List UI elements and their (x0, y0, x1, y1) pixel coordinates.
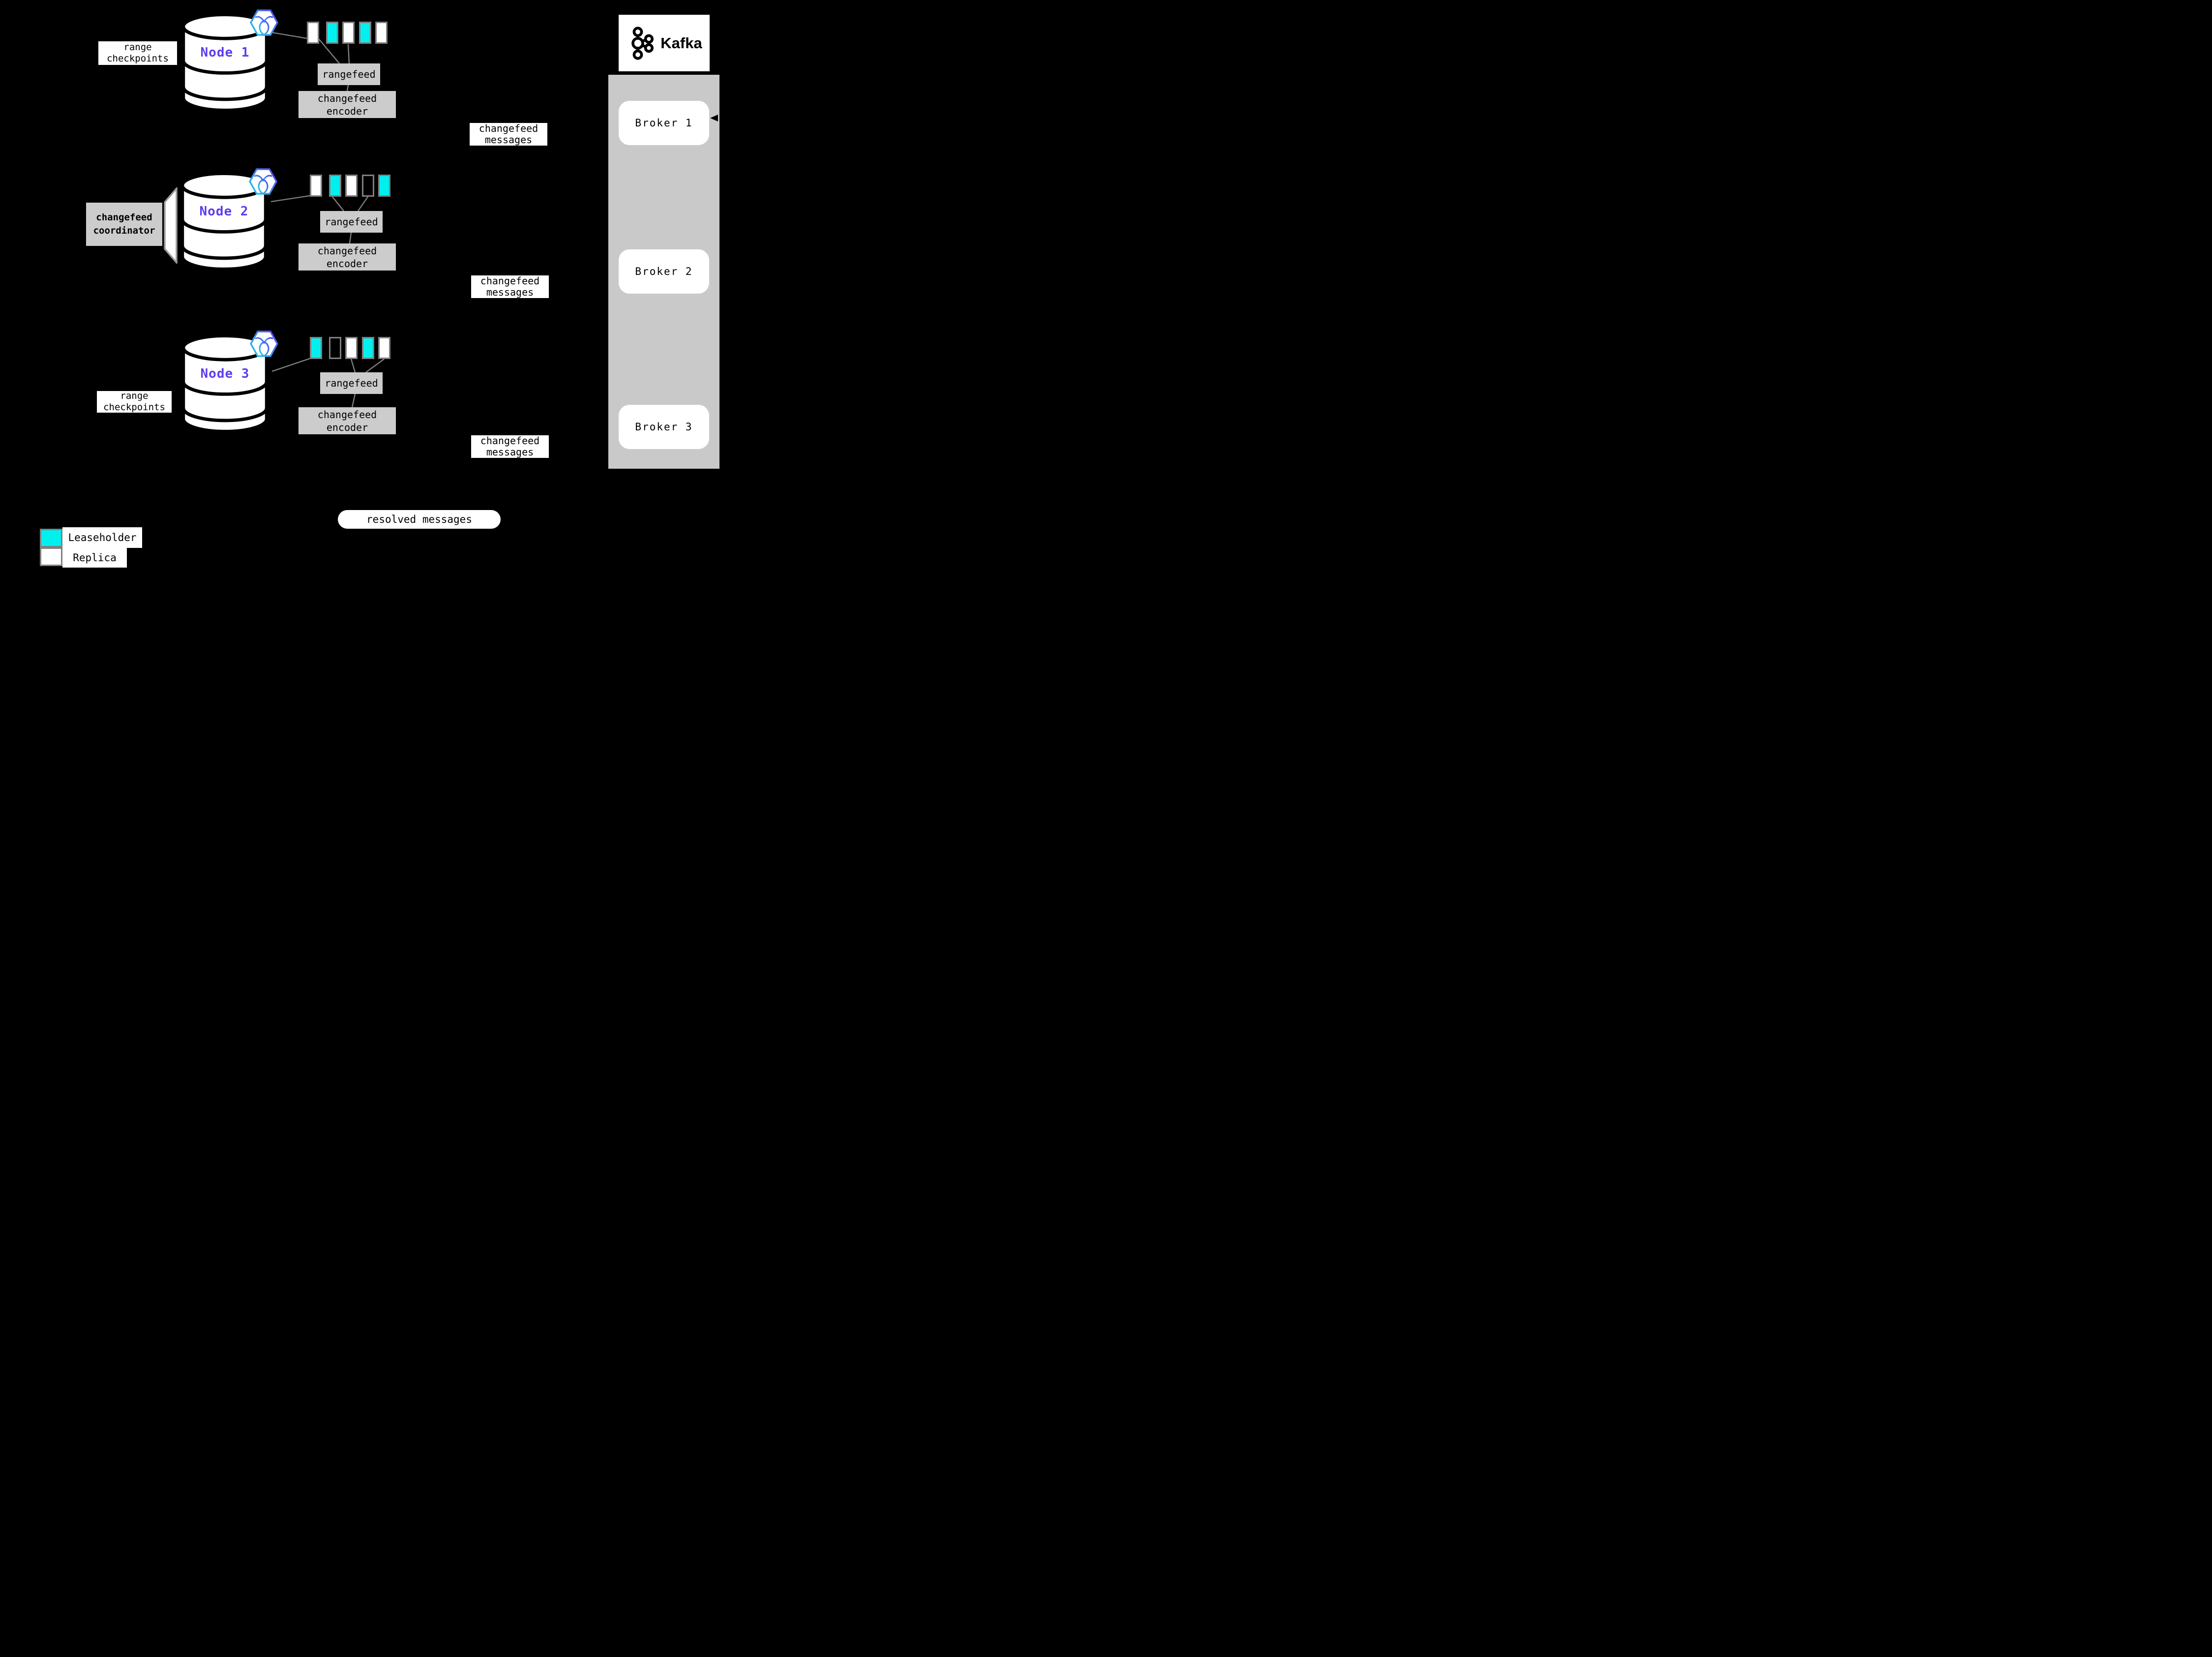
range-cell (362, 337, 374, 359)
broker-1: Broker 1 (619, 101, 709, 145)
range-cell (326, 22, 338, 44)
rangefeed-box: rangefeed (318, 63, 380, 85)
range-checkpoints-label: range checkpoints (97, 391, 172, 413)
range-cell (378, 175, 390, 197)
kafka-icon (631, 26, 654, 60)
node-1-label: Node 1 (200, 45, 250, 60)
cockroachdb-logo-icon (250, 331, 278, 357)
node-cylinder (181, 12, 269, 112)
kafka-wordmark: Kafka (660, 34, 702, 52)
rangefeed-box: rangefeed (320, 211, 383, 233)
changefeed-encoder-box: changefeed encoder (299, 407, 396, 434)
message-arrowhead-icon (710, 115, 718, 121)
changefeed-messages-label: changefeed messages (471, 435, 549, 458)
range-cell (310, 337, 322, 359)
kafka-logo: Kafka (619, 15, 710, 71)
connector-lines (270, 31, 385, 408)
range-cell (307, 22, 319, 44)
range-cell (345, 175, 358, 197)
range-cell (310, 175, 322, 197)
changefeed-architecture-diagram: Node 1 rangefeed changefeed encoder chan… (0, 0, 771, 577)
range-cell (362, 175, 374, 197)
broker-3: Broker 3 (619, 405, 709, 449)
legend-leaseholder-label: Leaseholder (62, 527, 142, 548)
changefeed-encoder-box: changefeed encoder (299, 243, 396, 271)
broker-2: Broker 2 (619, 249, 709, 294)
range-cell (375, 22, 388, 44)
legend-replica-swatch (40, 547, 62, 566)
changefeed-coordinator-label: changefeed coordinator (86, 203, 162, 246)
range-cell (359, 22, 371, 44)
node-3-label: Node 3 (200, 366, 250, 381)
node-cylinder (180, 171, 268, 271)
cockroachdb-logo-icon (250, 9, 278, 36)
legend-replica-label: Replica (62, 548, 127, 568)
range-cell (329, 337, 341, 359)
kafka-broker-panel: Broker 1 Broker 2 Broker 3 (608, 75, 719, 469)
cockroachdb-logo-icon (249, 168, 277, 195)
resolved-messages-label: resolved messages (338, 510, 501, 529)
range-cell (345, 337, 358, 359)
changefeed-messages-label: changefeed messages (470, 123, 547, 146)
changefeed-encoder-box: changefeed encoder (299, 91, 396, 118)
legend-leaseholder-swatch (40, 529, 62, 547)
range-checkpoints-label: range checkpoints (98, 41, 177, 65)
range-cell (378, 337, 390, 359)
node-2-label: Node 2 (199, 204, 249, 219)
range-cell (329, 175, 341, 197)
node-cylinder (181, 333, 269, 433)
changefeed-messages-label: changefeed messages (471, 275, 549, 298)
coordinator-flag (164, 187, 178, 264)
range-cell (342, 22, 355, 44)
rangefeed-box: rangefeed (320, 372, 383, 394)
